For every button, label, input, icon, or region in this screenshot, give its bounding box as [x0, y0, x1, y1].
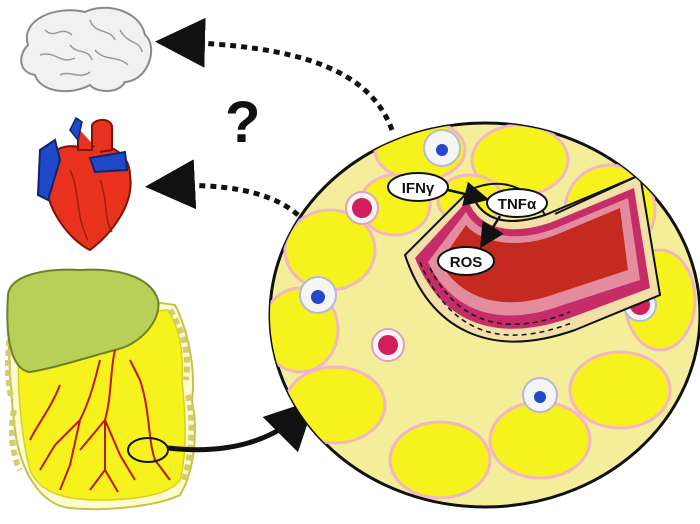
- ifn-gamma-label: IFNγ: [402, 180, 435, 197]
- adipose-tissue-icon: [268, 121, 700, 509]
- intestine-mesentery-icon: [5, 268, 196, 511]
- arrow-gut-to-adipose: [167, 399, 316, 453]
- arrow-tnf-to-ros: [480, 215, 504, 249]
- immune-cell-icon: [299, 129, 657, 413]
- arrow-ifn-to-tnf: [447, 181, 490, 207]
- ros-label: ROS: [450, 254, 483, 271]
- arrow-adipose-to-heart: [145, 159, 300, 217]
- tnf-alpha-label: TNFα: [498, 196, 537, 213]
- arrow-adipose-to-brain: [155, 17, 395, 131]
- ifn-gamma-node: IFNγ: [387, 172, 449, 202]
- blood-vessel-icon: [403, 173, 662, 343]
- question-mark: ?: [225, 90, 260, 155]
- tnf-alpha-node: TNFα: [486, 188, 548, 218]
- brain-icon: [20, 6, 153, 93]
- heart-icon: [36, 116, 132, 252]
- ros-node: ROS: [437, 246, 495, 276]
